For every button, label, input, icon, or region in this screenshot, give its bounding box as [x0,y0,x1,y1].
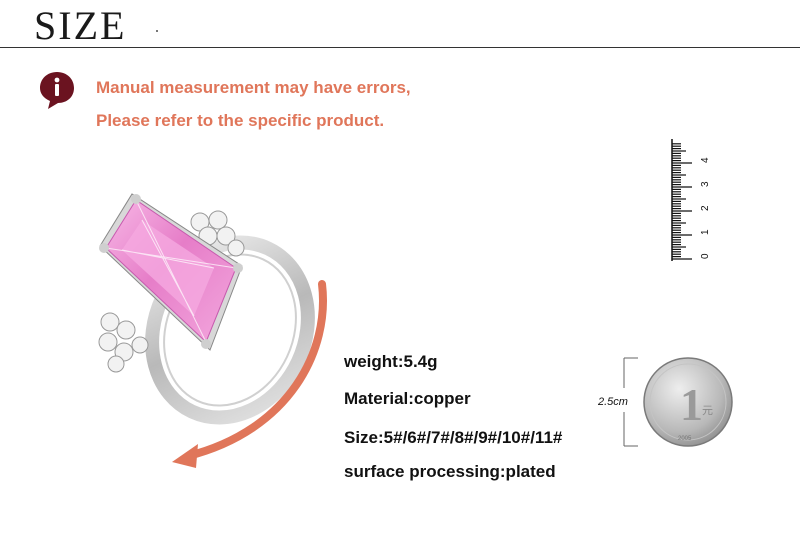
ruler-label-3: 3 [700,181,711,187]
header-divider [0,47,800,48]
ring-product-image [98,193,327,468]
coin-year: 2005 [678,436,692,442]
info-icon [40,72,74,109]
ruler-label-4: 4 [700,157,711,163]
page-title: SIZE [34,3,127,48]
coin-dimension-label: 2.5cm [597,396,628,408]
ruler-graphic: 0 1 2 3 4 [671,139,711,261]
coin-reference-graphic: 2.5cm 1 元 2005 [597,357,733,447]
ruler-label-1: 1 [700,229,711,235]
notice-line-1: Manual measurement may have errors, [96,78,411,97]
spec-weight: weight:5.4g [344,352,438,371]
spec-surface: surface processing:plated [344,462,556,481]
ruler-label-0: 0 [700,253,711,259]
notice-line-2: Please refer to the specific product. [96,111,385,130]
coin-unit-char: 元 [702,404,713,417]
spec-material: Material:copper [344,389,471,408]
ruler-label-2: 2 [700,205,711,211]
coin-face-value: 1 [680,379,703,430]
title-dot [156,30,158,32]
spec-size: Size:5#/6#/7#/8#/9#/10#/11# [344,428,563,447]
